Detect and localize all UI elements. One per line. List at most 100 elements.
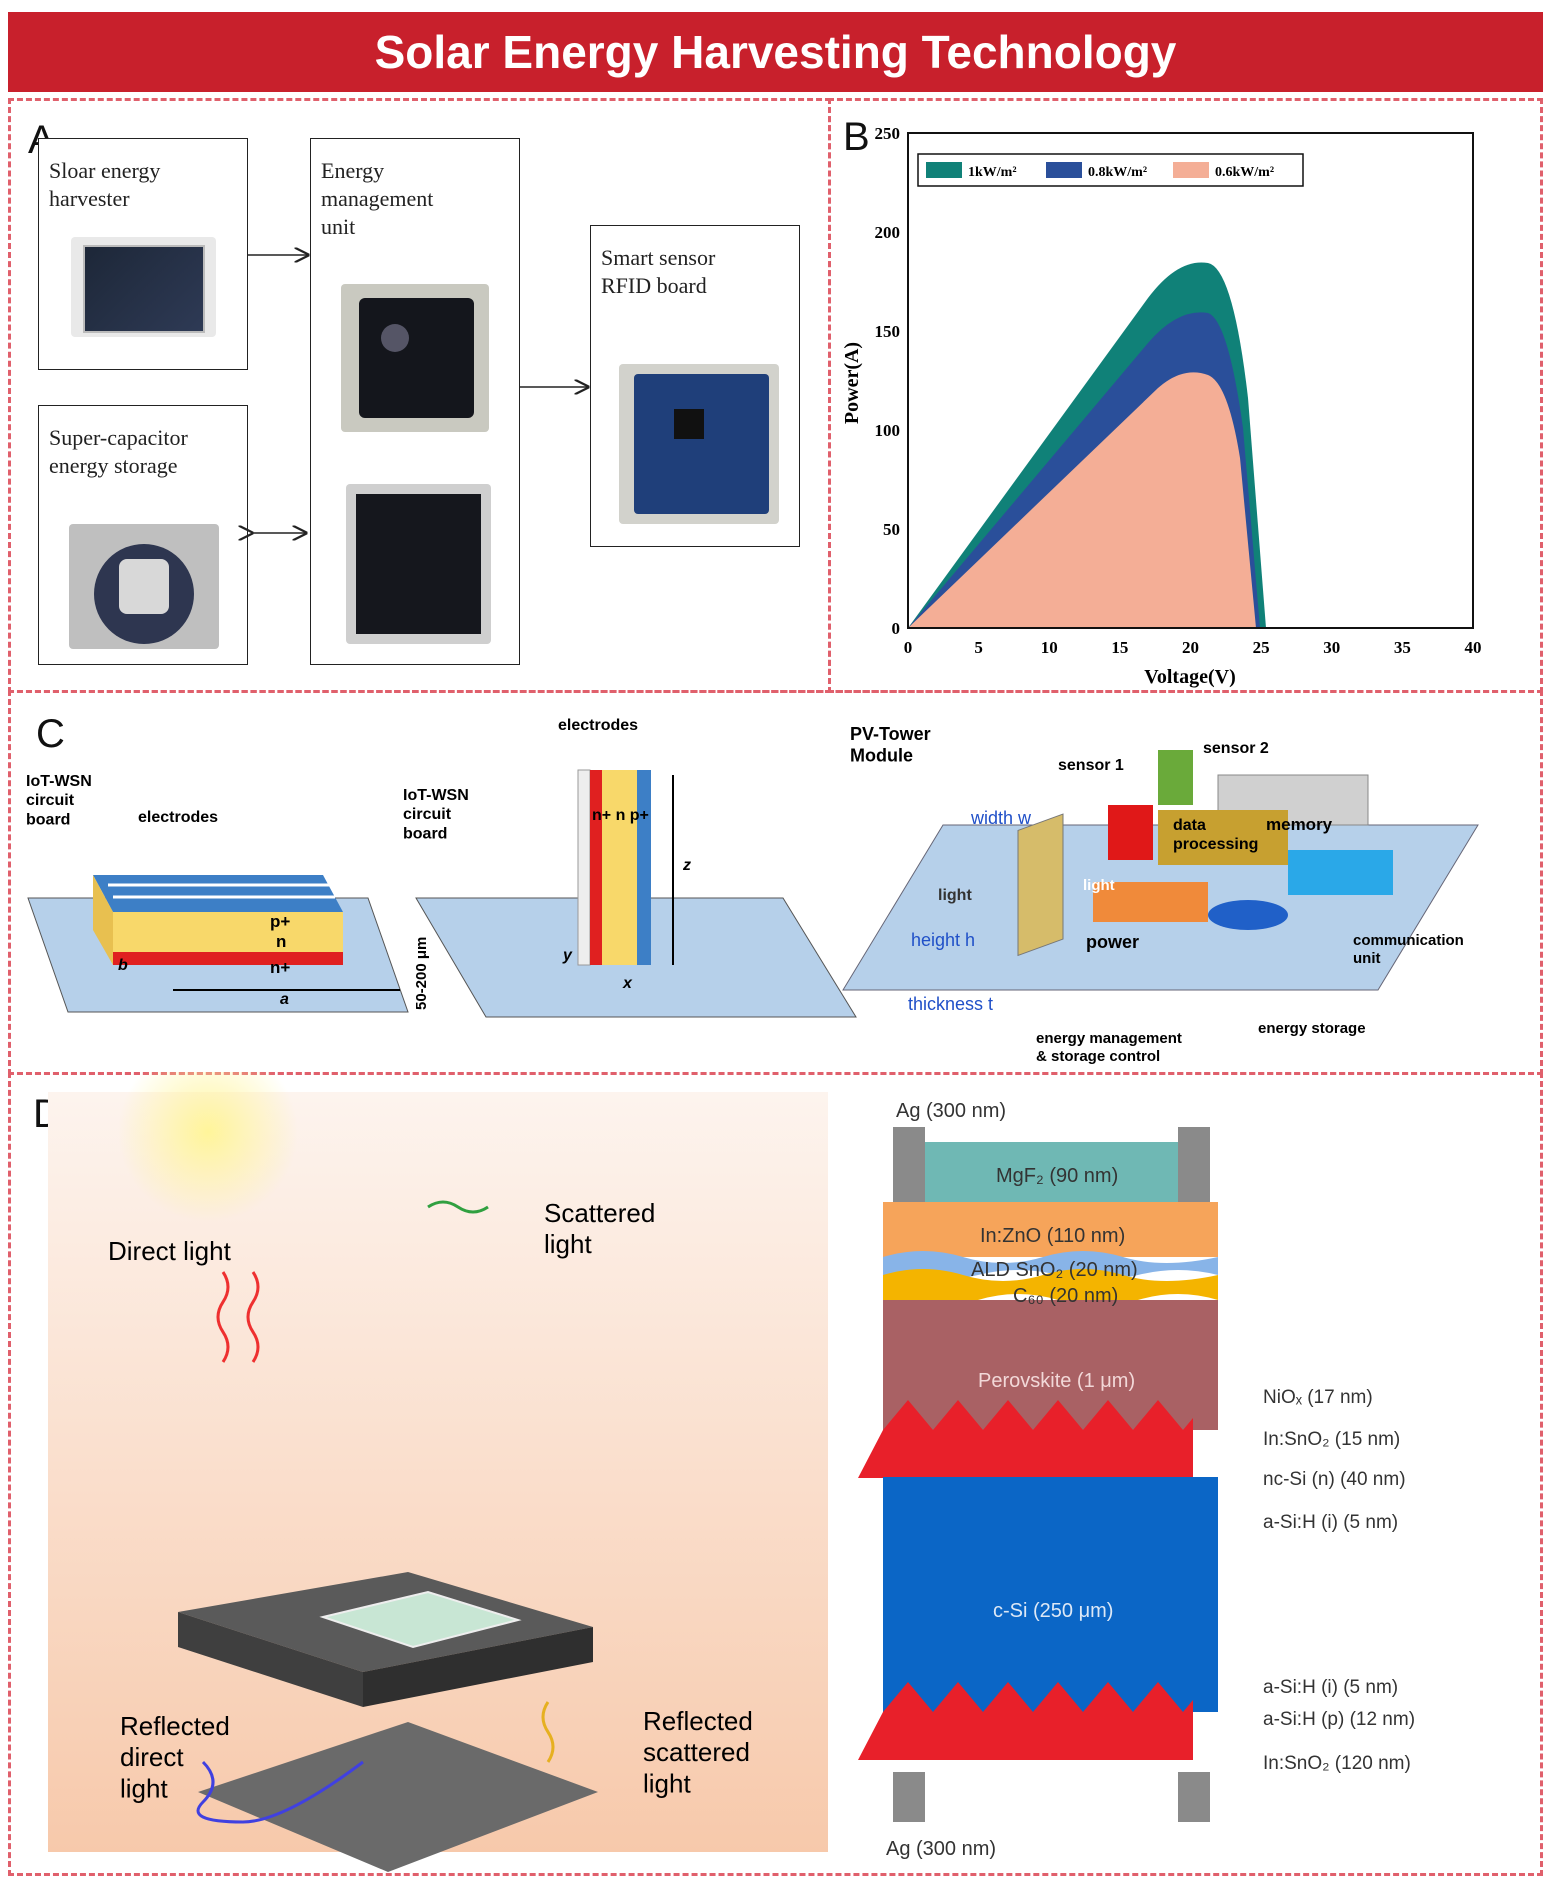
processing-text: data processing — [1173, 817, 1258, 853]
bottom-interface-zigzag — [858, 1682, 1193, 1760]
text-line: IoT-WSN — [26, 773, 92, 790]
x-tick-label: 30 — [1323, 638, 1340, 657]
text-line: light — [544, 1229, 592, 1259]
scattered-light-ray — [427, 1200, 489, 1214]
processing-label: data processing — [1173, 817, 1258, 853]
ag-bottom-label: Ag (300 nm) — [886, 1838, 996, 1860]
y-tick-label: 250 — [875, 124, 901, 143]
management-board-photo-1 — [341, 284, 489, 432]
middle-dim-x: x — [622, 975, 633, 992]
page-title: Solar Energy Harvesting Technology — [374, 26, 1177, 78]
ag-bottom-contact-left — [893, 1772, 925, 1822]
light-label-outer: light — [938, 887, 972, 904]
y-tick-label: 0 — [892, 619, 901, 638]
direct-light-ray-2 — [246, 1271, 260, 1363]
x-tick-label: 15 — [1111, 638, 1128, 657]
x-tick-label: 40 — [1465, 638, 1482, 657]
capacitor-box: Super-capacitor energy storage — [38, 405, 248, 665]
mgf2-label: MgF₂ (90 nm) — [996, 1165, 1118, 1187]
text-line: direct — [120, 1742, 184, 1772]
panel-b-label: B — [843, 115, 870, 159]
x-tick-label: 20 — [1182, 638, 1199, 657]
text-line: & storage control — [1036, 1048, 1160, 1065]
text-line: IoT-WSN — [403, 787, 469, 804]
legend-swatch-0.8kw — [1046, 162, 1082, 178]
sun-icon — [118, 1072, 298, 1222]
management-box: Energy management unit — [310, 138, 520, 665]
top-interface-zigzag — [858, 1400, 1193, 1478]
thickness-label: thickness t — [908, 994, 993, 1014]
text-line: board — [26, 811, 70, 828]
left-dim-b: b — [118, 957, 128, 974]
harvester-box: Sloar energy harvester — [38, 138, 248, 370]
text-line: unit — [1353, 950, 1381, 967]
insno2-bottom-label: In:SnO₂ (120 nm) — [1263, 1753, 1411, 1774]
sensor1-label: sensor 1 — [1058, 757, 1124, 774]
textured-silicon — [198, 1722, 598, 1872]
rfid-board-photo — [619, 364, 779, 524]
insno2-top-label: In:SnO₂ (15 nm) — [1263, 1429, 1400, 1450]
panel-d-frame — [8, 1072, 1543, 1876]
energy-management-label: energy management& storage control — [1036, 1030, 1182, 1065]
middle-dim-z: z — [682, 857, 691, 874]
area-0.6kw — [908, 372, 1256, 628]
middle-tower-nplus — [590, 770, 602, 965]
inzno-layer — [883, 1202, 1218, 1257]
legend-label-0.8kw: 0.8kW/m² — [1088, 165, 1147, 180]
text-line: board — [403, 825, 447, 842]
text-line: energy management — [1036, 1030, 1182, 1047]
text-line: processing — [1173, 836, 1258, 853]
text-line: scattered — [643, 1737, 750, 1767]
x-tick-label: 5 — [974, 638, 983, 657]
chart-legend — [917, 153, 1304, 187]
reflected-direct-ray — [196, 1760, 364, 1824]
middle-tower-p — [637, 770, 651, 965]
legend-swatch-0.6kw — [1173, 162, 1209, 178]
management-label: Energy management unit — [321, 158, 434, 239]
left-p-layer — [93, 875, 343, 912]
sno2-label: ALD SnO₂ (20 nm) — [971, 1259, 1138, 1281]
ag-top-contact-left — [893, 1127, 925, 1202]
text-line: light — [120, 1773, 168, 1803]
direct-light-ray-1 — [216, 1271, 230, 1363]
left-board-label: IoT-WSN circuit board — [26, 773, 92, 828]
asih-p-label: a-Si:H (p) (12 nm) — [1263, 1709, 1415, 1730]
processing-block — [1158, 810, 1288, 865]
ag-top-label: Ag (300 nm) — [896, 1100, 1006, 1122]
left-thickness-label: 50-200 μm — [413, 937, 430, 1010]
left-board-text: IoT-WSN circuit board — [26, 773, 92, 828]
cell-top-right — [363, 1627, 593, 1707]
text-line: PV-Tower — [850, 724, 931, 744]
x-tick-label: 0 — [904, 638, 913, 657]
y-axis-label: Power(A) — [841, 342, 863, 424]
middle-layers-label: n+ n p+ — [592, 807, 649, 824]
middle-board-label: IoT-WSN circuit board — [403, 787, 469, 842]
c60-label: C₆₀ (20 nm) — [1013, 1285, 1118, 1307]
energy-storage-label: energy storage — [1258, 1020, 1366, 1037]
width-label: width w — [970, 808, 1032, 828]
memory-label: memory — [1266, 815, 1333, 834]
left-nplus-layer — [113, 952, 343, 965]
energy-management-text: energy management& storage control — [1036, 1030, 1182, 1065]
middle-tower-n — [602, 770, 637, 965]
perovskite-label: Perovskite (1 μm) — [978, 1370, 1135, 1392]
x-tick-label: 10 — [1041, 638, 1058, 657]
text-line: circuit — [403, 806, 452, 823]
panel-a-arrows — [0, 0, 831, 690]
ag-top-contact-right — [1178, 1127, 1210, 1202]
y-tick-label: 150 — [875, 322, 901, 341]
text-line: communication — [1353, 932, 1464, 949]
left-electrodes-label: electrodes — [138, 809, 218, 826]
text-line: circuit — [26, 792, 75, 809]
legend-label-1kw: 1kW/m² — [968, 165, 1017, 180]
text-line: data — [1173, 817, 1206, 834]
y-tick-label: 200 — [875, 223, 901, 242]
